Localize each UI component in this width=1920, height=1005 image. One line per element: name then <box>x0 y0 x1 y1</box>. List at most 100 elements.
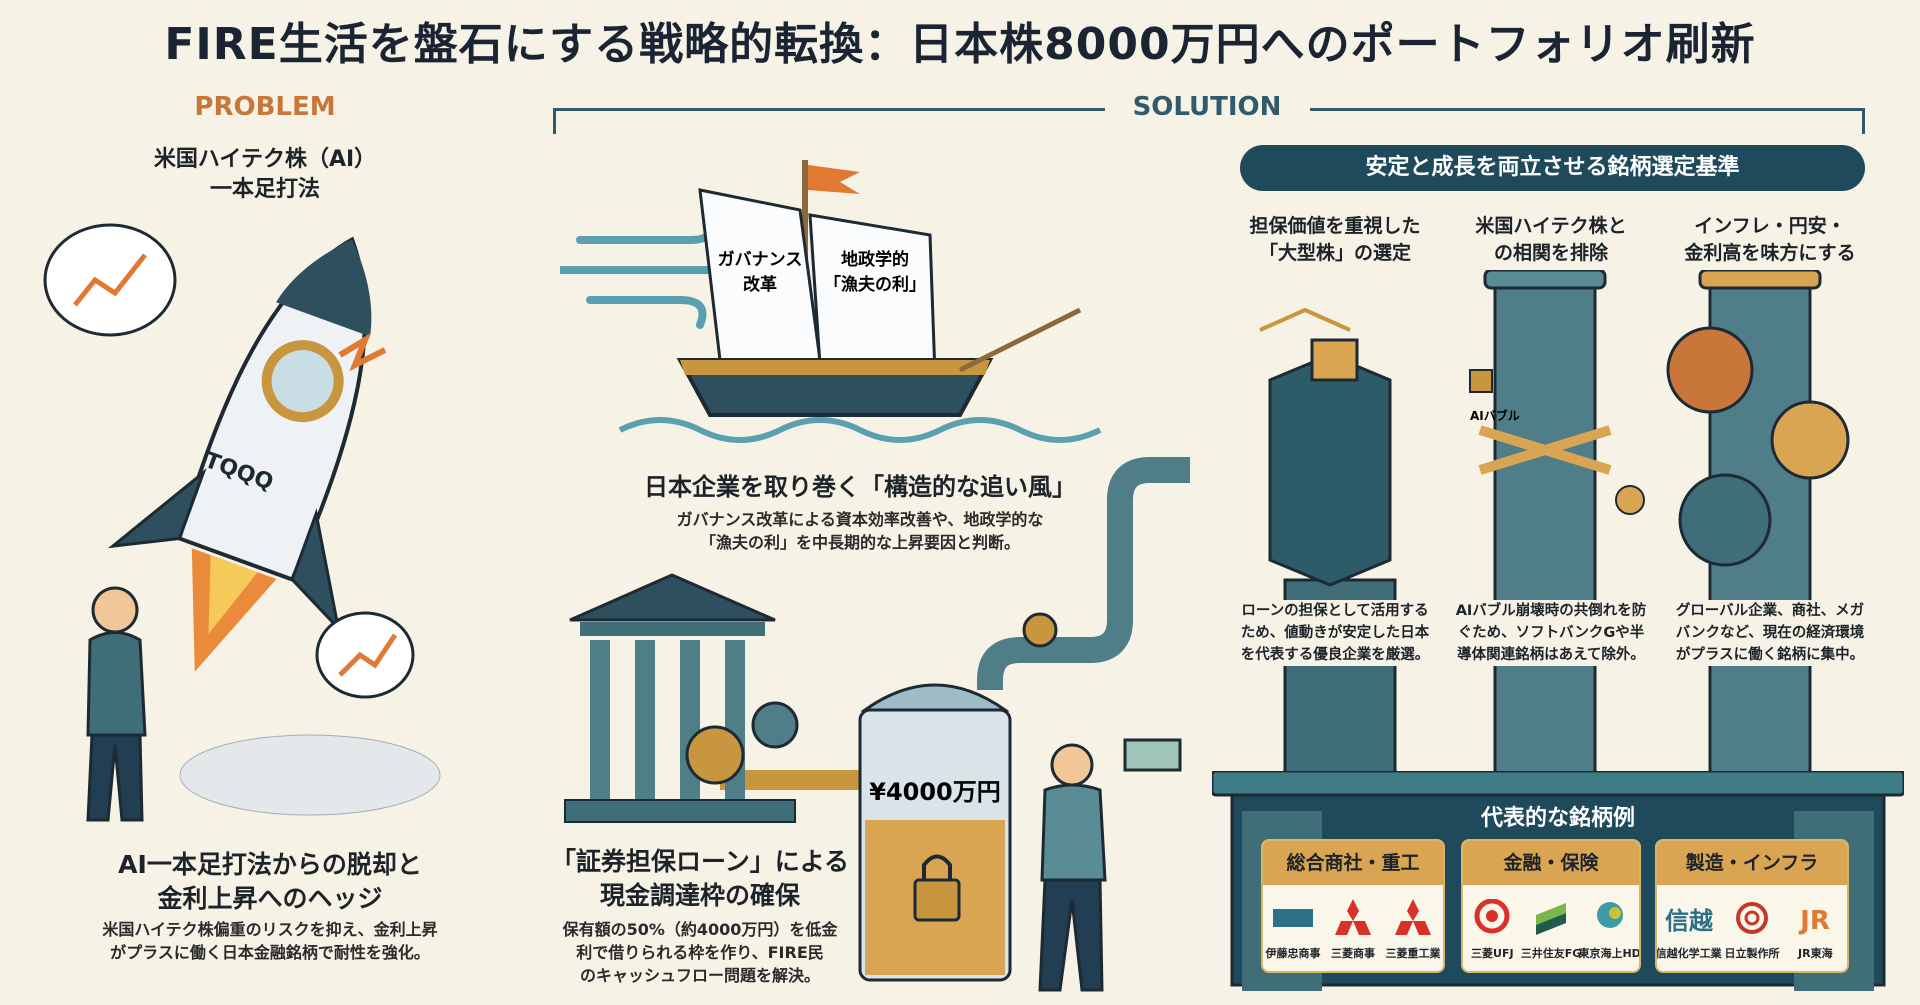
problem-heading-line-2: 金利上昇へのヘッジ <box>157 884 383 913</box>
criteria-1-heading: 担保価値を重視した 「大型株」の選定 <box>1225 213 1445 267</box>
criteria-3-heading-line: 金利高を味方にする <box>1684 242 1856 264</box>
example-card-finance: 金融・保険 三菱UFJ 三井住友FG 東京海上HD <box>1461 839 1641 973</box>
logo-mitsubishi-corp: 三菱商事 <box>1323 899 1382 961</box>
rocket-icon <box>107 236 372 672</box>
tank-amount-label: ¥4000万円 <box>869 778 1001 806</box>
pillar-2 <box>1469 270 1645 790</box>
company-name: 伊藤忠商事 <box>1265 947 1321 960</box>
problem-subtitle: 米国ハイテク株（AI） 一本足打法 <box>110 145 420 205</box>
criteria-2-heading: 米国ハイテク株と の相関を排除 <box>1441 213 1661 267</box>
bank-icon <box>564 573 796 823</box>
wind-icon <box>560 211 724 329</box>
tailwind-description: ガバナンス改革による資本効率改善や、地政学的な 「漁夫の利」を中長期的な上昇要因… <box>560 508 1160 554</box>
banknote-icon <box>1123 738 1182 772</box>
logo-jr-central: JR JR東海 <box>1784 899 1847 961</box>
logo-smfg: 三井住友FG <box>1520 899 1582 961</box>
card-header: 総合商社・重工 <box>1263 841 1443 885</box>
solution-bracket-line <box>553 108 1105 111</box>
company-name: 日立製作所 <box>1724 947 1780 960</box>
solution-label: SOLUTION <box>1132 92 1282 122</box>
ship-illustration: ガバナンス 改革 地政学的 「漁夫の利」 <box>560 160 1102 443</box>
cash-tank-icon <box>858 683 1012 982</box>
criteria-1-heading-line: 担保価値を重視した <box>1249 215 1421 237</box>
criteria-1-heading-line: 「大型株」の選定 <box>1258 242 1411 264</box>
company-name: 三菱商事 <box>1330 947 1375 960</box>
solution-bracket-end <box>1862 108 1865 134</box>
solution-bracket-end <box>553 108 556 134</box>
logo-shin-etsu: 信越信越化学工業 <box>1655 899 1722 961</box>
problem-heading: AI一本足打法からの脱却と 金利上昇へのヘッジ <box>40 848 500 916</box>
card-header: 製造・インフラ <box>1657 841 1847 885</box>
criteria-1-description: ローンの担保として活用するため、値動きが安定した日本を代表する優良企業を厳選。 <box>1235 600 1435 666</box>
example-card-manufacturing: 製造・インフラ 信越信越化学工業 日立製作所 JR JR東海 <box>1655 839 1849 973</box>
pipe <box>977 457 1190 690</box>
criteria-3-heading-line: インフレ・円安・ <box>1694 215 1846 237</box>
chart-bubble-icon <box>315 611 415 699</box>
company-name: 信越化学工業 <box>1655 947 1722 960</box>
criteria-2-heading-line: の相関を排除 <box>1493 242 1608 264</box>
company-name: 三菱重工業 <box>1385 947 1441 960</box>
lightning-icon <box>338 332 387 372</box>
chart-bubble-icon <box>43 223 177 337</box>
sail-1-text: ガバナンス <box>718 250 803 270</box>
logo-mufg: 三菱UFJ <box>1463 899 1521 961</box>
company-name: 三菱UFJ <box>1471 947 1514 960</box>
pillar-1 <box>1259 307 1397 790</box>
valve-icon <box>1022 612 1058 648</box>
waves-icon <box>618 417 1102 443</box>
tailwind-heading: 日本企業を取り巻く「構造的な追い風」 <box>644 473 1076 501</box>
problem-desc-line-1: 米国ハイテク株偏重のリスクを抑え、金利上昇 <box>102 920 438 939</box>
loan-desc-line-2: 利で借りられる枠を作り、FIRE民 <box>576 943 824 962</box>
gear-icon <box>1678 473 1772 567</box>
flag-icon <box>808 165 860 194</box>
scales-icon <box>1259 307 1351 332</box>
criteria-2-heading-line: 米国ハイテク株と <box>1475 215 1627 237</box>
logo-tokio-marine: 東京海上HD <box>1578 899 1641 961</box>
loan-heading-line-2: 現金調達枠の確保 <box>599 881 800 910</box>
criteria-banner: 安定と成長を両立させる銘柄選定基準 <box>1240 145 1865 191</box>
page-title: FIRE生活を盤石にする戦略的転換：日本株8000万円へのポートフォリオ刷新 <box>164 19 1756 70</box>
logo-hitachi: 日立製作所 <box>1721 899 1784 961</box>
logo-mitsubishi-heavy: 三菱重工業 <box>1383 899 1442 961</box>
tailwind-desc-line-1: ガバナンス改革による資本効率改善や、地政学的な <box>676 510 1044 529</box>
card-header: 金融・保険 <box>1463 841 1639 885</box>
problem-description: 米国ハイテク株偏重のリスクを抑え、金利上昇 がプラスに働く日本金融銘柄で耐性を強… <box>30 918 510 964</box>
problem-desc-line-2: がプラスに働く日本金融銘柄で耐性を強化。 <box>110 943 430 962</box>
gear-icon <box>1770 400 1850 480</box>
rocket-illustration: TQQQ <box>43 223 441 822</box>
criteria-3-heading: インフレ・円安・ 金利高を味方にする <box>1660 213 1880 267</box>
man-with-cash-icon <box>1038 738 1182 992</box>
criteria-2-description: AIバブル崩壊時の共倒れを防ぐため、ソフトバンクGや半導体関連銘柄はあえて除外。 <box>1451 600 1651 666</box>
gear-icon <box>751 701 799 749</box>
tailwind-desc-line-2: 「漁夫の利」を中長期的な上昇要因と判断。 <box>699 533 1020 552</box>
company-name: JR東海 <box>1798 947 1833 960</box>
company-name: 東京海上HD <box>1578 947 1641 960</box>
gear-icon <box>1666 326 1754 414</box>
smoke-cloud <box>179 734 441 816</box>
example-card-trading-heavy: 総合商社・重工 伊藤忠商事 三菱商事 三菱重工業 <box>1261 839 1445 973</box>
solution-bracket-line <box>1310 108 1865 111</box>
shin-etsu-logo-text: 信越 <box>1665 907 1714 935</box>
problem-subtitle-line-1: 米国ハイテク株（AI） <box>153 147 377 172</box>
sail-2-text: 「漁夫の利」 <box>824 274 926 295</box>
worried-man-icon <box>86 586 147 822</box>
gear-icon <box>685 725 745 785</box>
loan-heading-line-1: 「証券担保ローン」による <box>550 847 849 876</box>
lock-icon <box>913 878 961 922</box>
company-name: 三井住友FG <box>1520 947 1582 960</box>
pillar-3 <box>1666 270 1850 790</box>
loan-heading: 「証券担保ローン」による 現金調達枠の確保 <box>530 845 870 913</box>
dollar-icon <box>1615 485 1645 515</box>
pillars-illustration: AIバブル <box>1259 270 1850 790</box>
criteria-3-description: グローバル企業、商社、メガバンクなど、現在の経済環境がプラスに働く銘柄に集中。 <box>1670 600 1870 666</box>
loan-description: 保有額の50%（約4000万円）を低金 利で借りられる枠を作り、FIRE民 のキ… <box>530 918 870 987</box>
cubes-icon <box>1268 353 1392 587</box>
problem-heading-line-1: AI一本足打法からの脱却と <box>118 850 422 879</box>
sail-geopolitics <box>808 213 937 377</box>
loan-desc-line-1: 保有額の50%（約4000万円）を低金 <box>562 920 838 939</box>
logo-itochu: 伊藤忠商事 <box>1263 899 1322 961</box>
loan-desc-line-3: のキャッシュフロー問題を解決。 <box>579 966 820 985</box>
sail-2-text: 地政学的 <box>841 249 909 270</box>
problem-subtitle-line-2: 一本足打法 <box>209 177 320 202</box>
jr-logo-text: JR <box>1798 906 1830 936</box>
